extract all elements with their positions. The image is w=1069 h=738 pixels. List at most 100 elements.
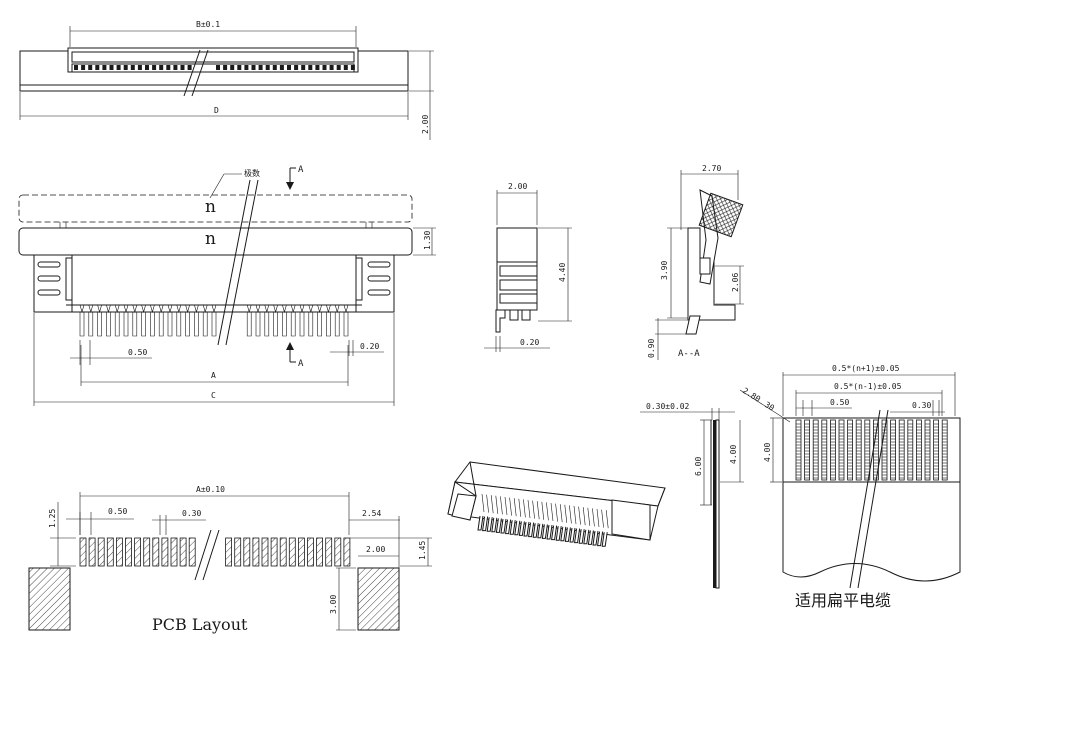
front-pin-tip [282,304,287,314]
section-mark-top: A [298,165,304,175]
pcb-pad [288,537,296,567]
fpc-contact [941,419,948,481]
top-tooth [279,65,284,70]
n-label: n [205,229,216,249]
front-pin-tip [132,304,138,314]
section-mark-bottom: A [298,359,304,369]
top-h-label: 2.00 [421,115,430,134]
top-tooth [294,65,299,70]
iso-pin [505,519,512,535]
fpc-contact [812,419,819,481]
iso-pin [523,521,530,537]
iso-pin [578,529,585,544]
front-pin-tip [114,304,120,314]
iso-pin [569,527,576,543]
iso-pin [574,528,581,544]
sec-h2-label: 2.06 [731,273,740,292]
front-pin [79,312,85,337]
front-pin-tip [326,304,331,314]
iso-pin [528,522,535,538]
pcb-title: PCB Layout [152,615,248,634]
fpc-contact [830,419,836,481]
pcb-pad [243,537,251,567]
pcb-pad [88,537,96,567]
pcb-pad [225,537,233,567]
iso-pin [587,530,594,545]
pcb-300-label: 3.00 [329,595,338,614]
front-pin-tip [97,304,102,314]
front-pin [176,312,182,337]
fpc-contact [881,419,888,481]
front-pin-tip [202,304,208,314]
fpc-contact [821,419,828,481]
front-pin-tip [334,304,340,314]
pcb-pad [134,537,142,567]
front-pin [282,312,287,337]
fpc-caption: 适用扁平电缆 [795,591,891,610]
latch-slot [367,289,391,296]
pcb-pad [161,537,169,567]
pcb-a-label: A±0.10 [196,485,225,494]
fpc-contact [804,419,810,481]
top-view: B±0.1 D 2.00 [19,20,434,140]
pcb-pad [343,537,351,567]
front-pin [106,312,111,337]
front-pin-tip [141,304,146,314]
front-pin [194,312,199,337]
pcb-200-label: 2.00 [366,545,385,554]
iso-contact [509,497,512,516]
fpc-contact [907,419,914,481]
top-d-label: D [214,106,219,115]
iso-contact [596,508,600,528]
front-pin [150,312,155,337]
front-pin-tip [299,304,305,314]
front-pin-tip [150,304,155,314]
iso-contact [532,500,535,519]
iso-contact [573,505,577,525]
front-pin-tip [343,304,349,314]
front-pin [317,312,322,337]
top-tooth [145,65,149,70]
iso-pin [551,525,558,541]
top-tooth [187,65,192,70]
fpc-inner-label: 0.5*(n-1)±0.05 [834,382,902,391]
pcb-layout: A±0.10 0.50 0.30 1.25 2.54 2.00 1.45 3.0… [28,485,432,634]
iso-pin [564,527,571,542]
top-b-label: B±0.1 [196,20,220,29]
latch-slot [37,275,61,282]
front-pin [264,312,270,337]
top-tooth [102,65,107,70]
front-pin [97,312,102,337]
side-w-label: 2.00 [508,182,527,191]
front-pin [141,312,146,337]
fpc-edge2-label: 30 [763,400,776,413]
pcb-pad [79,537,87,567]
iso-pin [518,521,525,536]
pcb-pad [125,537,132,567]
iso-contact [605,510,609,529]
pole-count-label: 极数 [244,168,260,178]
fpc-side: 0.30±0.02 6.00 4.00 [640,402,744,589]
pcb-pad [116,537,123,567]
fpc-total-label: 0.5*(n+1)±0.05 [832,364,900,373]
front-pin-tip [211,304,217,314]
pcb-pad [279,537,287,567]
pcb-pad [334,537,342,567]
iso-pin [509,520,516,535]
pcb-pad [143,537,151,567]
pin-width-label: 0.20 [360,342,379,351]
connector-isometric [447,461,666,547]
iso-contact [601,509,604,528]
pcb-pad [170,537,178,567]
front-pin-tip [264,304,270,314]
front-pin-tip [79,304,85,314]
iso-pin [477,515,484,531]
front-pin-tip [185,304,190,314]
front-pin [343,312,349,337]
top-tooth [343,65,348,70]
iso-contact [582,507,586,526]
iso-pin [495,518,502,533]
fpc-contact [847,419,853,481]
front-pin [326,312,331,337]
